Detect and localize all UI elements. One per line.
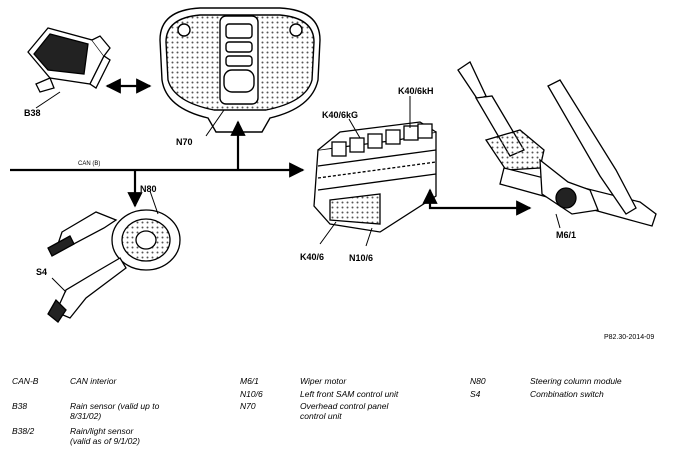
s4-leader-line [51, 277, 67, 293]
label-n10-6: N10/6 [349, 253, 374, 263]
legend-desc: Steering column module [530, 376, 622, 386]
legend-item: N80 Steering column module [470, 376, 670, 388]
n10-6-leader-line [365, 227, 373, 247]
label-k40-6: K40/6 [300, 252, 325, 262]
label-m6-1: M6/1 [556, 230, 577, 240]
legend-code: B38 [12, 401, 28, 411]
label-k40-6kh: K40/6kH [398, 86, 434, 96]
label-k40-6kg: K40/6kG [322, 110, 359, 120]
legend-desc: Wiper motor [300, 376, 347, 386]
legend-desc: Rain/light sensor [70, 426, 134, 436]
legend-desc: control unit [300, 411, 342, 421]
legend-desc: (valid as of 9/1/02) [70, 436, 140, 446]
legend-item: N70 Overhead control panel control unit [240, 401, 450, 423]
figure-reference: P82.30-2014-09 [604, 334, 655, 341]
legend-item: S4 Combination switch [470, 389, 670, 401]
k40-m6-arrow [422, 188, 532, 216]
n70-leader-line [205, 109, 225, 137]
label-s4: S4 [36, 267, 48, 277]
legend-code: S4 [470, 389, 481, 399]
legend-desc: CAN interior [70, 376, 117, 386]
overhead-panel-n70 [159, 7, 321, 133]
legend-item: N10/6 Left front SAM control unit [240, 389, 450, 401]
k40-6kg-leader-line [348, 118, 361, 139]
steering-column-module-n80 [47, 209, 181, 323]
k40-6-leader-line [319, 221, 337, 245]
legend-code: N80 [470, 376, 486, 386]
b38-leader-line [35, 91, 61, 109]
can-bus-lines [10, 120, 305, 208]
n80-leader-line [149, 190, 159, 215]
legend-item: B38/2 Rain/light sensor (valid as of 9/1… [12, 426, 212, 448]
label-b38: B38 [24, 108, 41, 118]
legend-desc: 8/31/02) [70, 411, 102, 421]
legend-desc: Overhead control panel [300, 401, 389, 411]
legend-desc: Left front SAM control unit [300, 389, 399, 399]
legend-code: N10/6 [240, 389, 263, 399]
legend-code: CAN-B [12, 376, 39, 386]
legend-desc: Rain sensor (valid up to [70, 401, 160, 411]
legend-item: B38 Rain sensor (valid up to 8/31/02) [12, 401, 212, 423]
m6-1-leader-line [555, 213, 561, 229]
label-n70: N70 [176, 137, 193, 147]
rain-sensor-b38 [27, 27, 111, 93]
legend-code: B38/2 [12, 426, 35, 436]
sam-control-unit-n10-6 [313, 121, 437, 233]
legend-desc: Combination switch [530, 389, 604, 399]
label-can-b-line: CAN (B) [78, 161, 101, 167]
legend-code: M6/1 [240, 376, 259, 386]
legend-item: M6/1 Wiper motor [240, 376, 450, 388]
wiper-motor-m6-1 [457, 61, 657, 227]
label-n80: N80 [140, 184, 157, 194]
legend-item: CAN-B CAN interior [12, 376, 212, 388]
legend-code: N70 [240, 401, 256, 411]
